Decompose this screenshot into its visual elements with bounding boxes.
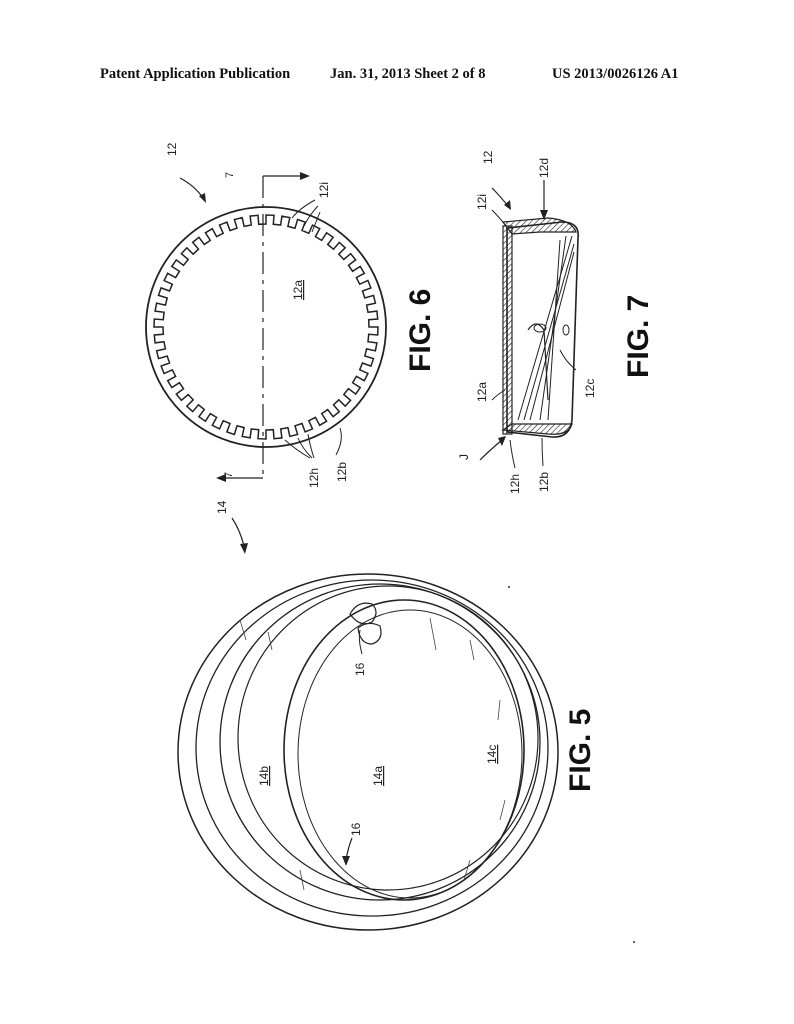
- publication-number: US 2013/0026126 A1: [552, 66, 679, 82]
- fig6-caption: FIG. 6: [404, 289, 437, 372]
- fig7-ref12c-leader: [559, 349, 577, 371]
- fig5-wall-stroke-5: [463, 859, 471, 881]
- fig5-drawing: [177, 517, 559, 931]
- fig6-ref12i-leader-2: [303, 205, 319, 227]
- scan-speck-2: [633, 941, 635, 943]
- fig5-label-14: 14: [215, 500, 229, 514]
- fig5-outer-stroke-2: [267, 631, 273, 651]
- scan-speck-1: [508, 586, 510, 588]
- fig6-label-7-bottom: 7: [223, 472, 235, 478]
- fig5-rim-opening: [283, 599, 525, 901]
- fig5-caption: FIG. 5: [564, 709, 597, 792]
- fig7-label-J: J: [457, 454, 471, 460]
- fig5-outer-band-3: [219, 583, 541, 901]
- fig5-outer-band-4: [237, 585, 539, 891]
- fig7-rib-5: [547, 239, 561, 421]
- fig6-ref12h-leader-3: [307, 433, 315, 459]
- fig6-label-12i: 12i: [317, 182, 331, 198]
- page-header: Patent Application Publication Jan. 31, …: [0, 66, 794, 88]
- fig6-label-12h: 12h: [307, 468, 321, 488]
- fig7-body: [506, 221, 579, 438]
- fig7-rib-4: [539, 235, 567, 421]
- fig6-drawing: [145, 172, 387, 482]
- fig5-tab-2: [357, 622, 382, 645]
- fig7-ref12-arrowhead: [504, 200, 511, 210]
- fig7-ref12a-leader: [491, 389, 506, 401]
- fig7-rib-2: [523, 243, 575, 421]
- fig6-toothed-rim: [153, 214, 379, 440]
- fig5-label-14b: 14b: [257, 766, 271, 786]
- fig7-label-12b: 12b: [537, 472, 551, 492]
- fig5-label-16-top: 16: [353, 662, 367, 676]
- fig5-outer-stroke-3: [299, 869, 305, 891]
- fig6-label-12: 12: [165, 142, 179, 156]
- fig7-ref12-leader: [491, 187, 509, 207]
- fig6-ref12-arrowhead: [199, 193, 206, 203]
- fig5-ref16-top-leader: [358, 629, 363, 655]
- fig6-labels: 12 7 7 12a 12i 12h 12b FIG. 6: [165, 142, 437, 488]
- fig7-ref12i-leader: [491, 209, 507, 227]
- fig7-ref12d-arrowhead: [540, 210, 548, 220]
- fig5-wall-stroke-3: [497, 699, 501, 721]
- fig5-outer-band-1: [177, 573, 559, 931]
- fig5-wall-stroke-4: [499, 799, 506, 821]
- fig7-label-12: 12: [481, 150, 495, 164]
- fig7-label-12i: 12i: [475, 194, 489, 210]
- fig5-rim-inner: [297, 609, 523, 899]
- fig7-label-12h: 12h: [508, 474, 522, 494]
- fig7-wall-12a: [502, 225, 513, 435]
- fig7-refJ-arrowhead: [498, 436, 506, 446]
- fig6-outer-ring: [145, 206, 387, 448]
- fig7-caption: FIG. 7: [622, 295, 655, 378]
- fig7-detent: [562, 324, 570, 336]
- fig7-label-12c: 12c: [583, 379, 597, 398]
- publication-label: Patent Application Publication: [100, 66, 291, 82]
- fig6-ref12i-leader-1: [291, 199, 316, 219]
- fig5-labels: 14 16 16 14b 14a 14c FIG. 5: [215, 500, 597, 836]
- fig6-ref12i-leader-3: [311, 211, 321, 233]
- fig7-prong-tip: [533, 323, 547, 333]
- fig6-ref12-leader: [179, 177, 204, 199]
- fig6-section-arrowhead-bottom: [216, 474, 226, 482]
- fig5-label-14a: 14a: [371, 766, 385, 786]
- fig7-ref12b-leader: [541, 437, 544, 467]
- fig7-bottom-lip: [501, 423, 573, 435]
- fig7-label-12a: 12a: [475, 382, 489, 402]
- fig7-drawing: [479, 180, 579, 469]
- fig5-tab-1: [349, 602, 377, 625]
- fig5-label-14c: 14c: [485, 745, 499, 764]
- fig7-top-lip: [501, 217, 577, 235]
- fig5-ref14-arrowhead: [240, 543, 248, 554]
- fig5-ref14-leader: [231, 517, 245, 547]
- fig5-wall-stroke-1: [429, 617, 437, 651]
- fig6-section-arrowhead-top: [300, 172, 310, 180]
- fig5-wall-stroke-2: [469, 639, 475, 661]
- fig6-label-7-top: 7: [224, 172, 236, 178]
- fig5-ref16-bottom-arrowhead: [342, 856, 350, 866]
- date-sheet-label: Jan. 31, 2013 Sheet 2 of 8: [330, 66, 486, 82]
- fig7-label-12d: 12d: [537, 158, 551, 178]
- fig5-outer-stroke-1: [239, 619, 247, 641]
- fig5-label-16-bottom: 16: [349, 822, 363, 836]
- fig7-rib-1: [517, 235, 573, 421]
- fig6-label-12a: 12a: [291, 280, 305, 300]
- fig6-ref12h-leader-2: [297, 437, 313, 459]
- fig7-ref12h-leader: [509, 439, 516, 469]
- fig7-labels: 12 12d 12i 12a 12c J 12h 12b FIG. 7: [457, 150, 655, 494]
- fig5-outer-band-2: [195, 579, 549, 917]
- fig7-refJ-leader: [479, 439, 503, 461]
- fig6-label-12b: 12b: [335, 462, 349, 482]
- fig6-ref12b-leader: [335, 427, 342, 456]
- fig6-ref12h-leader-1: [284, 439, 311, 459]
